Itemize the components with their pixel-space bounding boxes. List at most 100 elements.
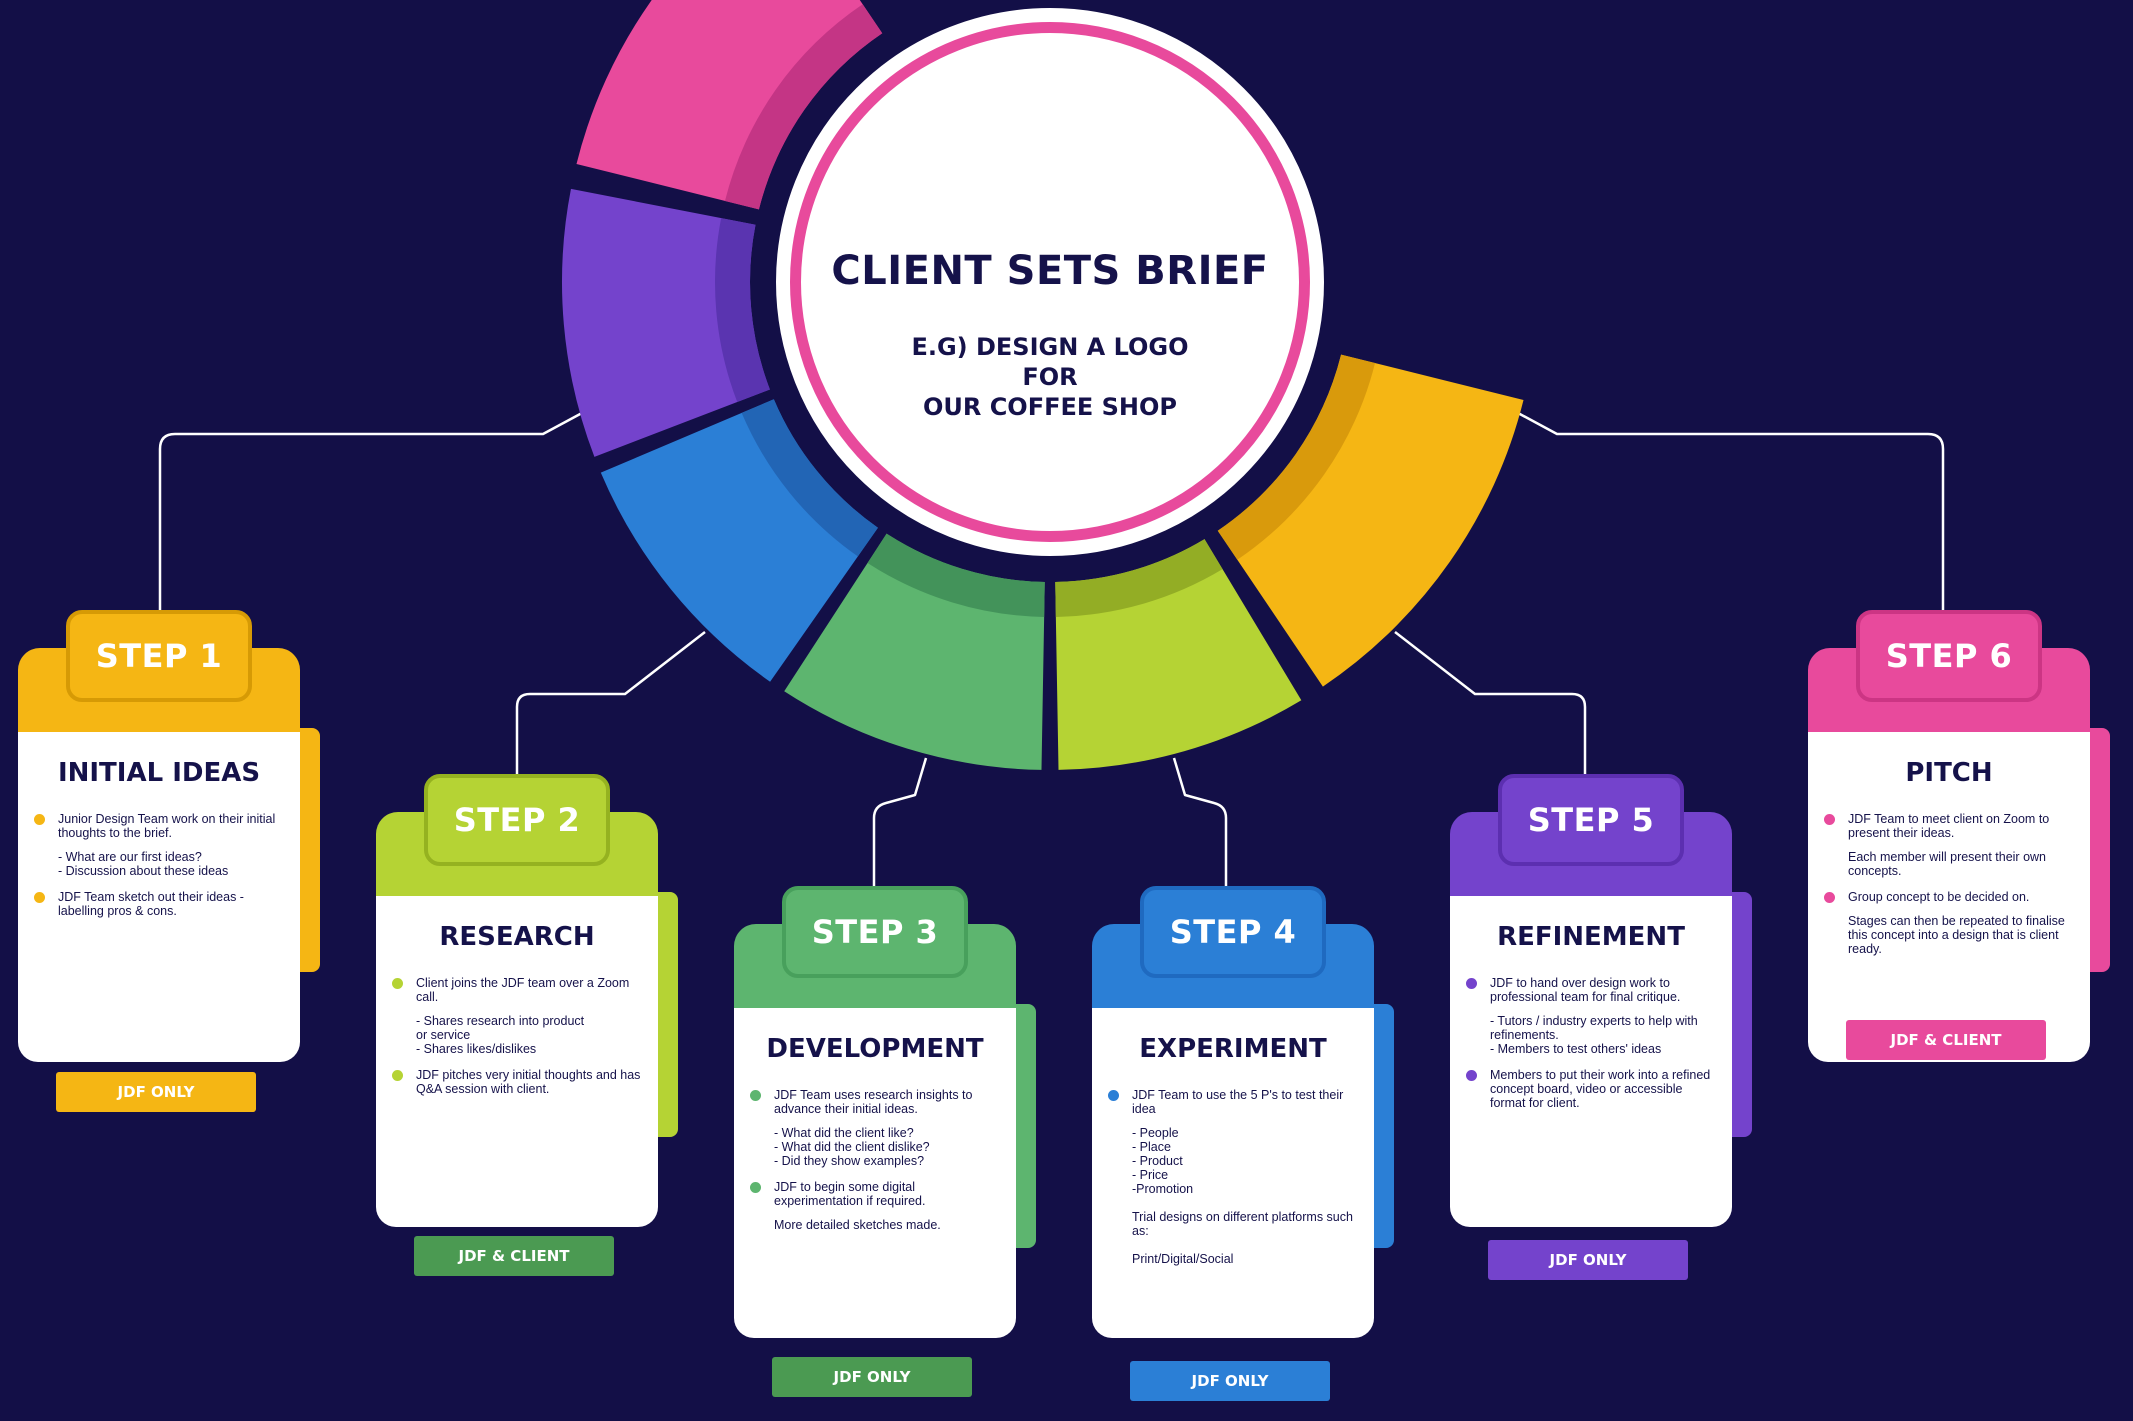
card-side-tab — [1732, 892, 1752, 1137]
step-content: JDF Team to use the 5 P's to test their … — [1106, 1088, 1360, 1278]
bullet-text: JDF Team to use the 5 P's to test their … — [1132, 1088, 1344, 1116]
bullet-text: JDF Team to meet client on Zoom to prese… — [1848, 812, 2050, 840]
step-label: STEP 4 — [1169, 913, 1297, 951]
card-side-tab — [300, 728, 320, 972]
bullet-dot-icon — [1466, 1070, 1477, 1081]
step-card-1: STEP 1 INITIAL IDEAS Junior Design Team wo… — [18, 610, 320, 1112]
card-body: DEVELOPMENT JDF Team uses research insigh… — [734, 1008, 1016, 1397]
step-tab: STEP 6 — [1856, 610, 2042, 702]
step-content: Junior Design Team work on their initial… — [32, 812, 286, 930]
step-title: PITCH — [1905, 758, 1993, 788]
bullet-dot-icon — [1824, 892, 1835, 903]
step-tab: STEP 5 — [1498, 774, 1684, 866]
bullet-detail: Each member will present their own conce… — [1848, 850, 2046, 878]
step-content: Client joins the JDF team over a Zoom ca… — [390, 976, 644, 1108]
card-body: PITCH JDF Team to meet client on Zoom to … — [1808, 732, 2090, 1062]
step-label: STEP 5 — [1527, 801, 1655, 839]
step-card-6: STEP 6 PITCH JDF Team to meet client on Zo… — [1808, 610, 2110, 1062]
step-title: RESEARCH — [439, 922, 595, 952]
bullet-dot-icon — [1466, 978, 1477, 989]
step-card-4: STEP 4 EXPERIMENT JDF Team to use the 5 P'… — [1092, 886, 1394, 1401]
bullet-text: JDF Team sketch out their ideas - labell… — [58, 890, 244, 918]
ring-segment-inner-step-3 — [867, 533, 1045, 617]
step-card-5: STEP 5 REFINEMENT JDF to hand over design … — [1450, 774, 1752, 1280]
bullet-text: Junior Design Team work on their initial… — [58, 812, 276, 840]
bullet-text: Group concept to be decided on. — [1848, 890, 2030, 904]
bullet-dot-icon — [34, 892, 45, 903]
connector-step2 — [515, 631, 706, 780]
bullet-item: JDF Team sketch out their ideas - labell… — [32, 890, 286, 918]
card-body: RESEARCH Client joins the JDF team over a… — [376, 896, 658, 1276]
bullet-detail: - People - Place - Product - Price -Prom… — [1132, 1126, 1353, 1266]
step-label: STEP 3 — [811, 913, 939, 951]
card-body: EXPERIMENT JDF Team to use the 5 P's to t… — [1092, 1008, 1374, 1401]
step-title: REFINEMENT — [1497, 922, 1685, 952]
bullet-text: JDF to hand over design work to professi… — [1490, 976, 1681, 1004]
connector-step1 — [158, 411, 583, 610]
audience-button[interactable]: JDF ONLY — [1130, 1361, 1330, 1401]
card-side-tab — [2090, 728, 2110, 972]
ring-segment-inner-step-5 — [715, 218, 770, 403]
bullet-text: JDF Team uses research insights to advan… — [774, 1088, 973, 1116]
connector-step5 — [1394, 631, 1587, 780]
audience-button[interactable]: JDF & CLIENT — [414, 1236, 614, 1276]
bullet-item: Group concept to be decided on.Stages ca… — [1822, 890, 2076, 956]
bullet-detail: - Shares research into product or servic… — [416, 1014, 585, 1056]
bullet-item: JDF pitches very initial thoughts and ha… — [390, 1068, 644, 1096]
connector-step4 — [1172, 757, 1228, 890]
step-card-3: STEP 3 DEVELOPMENT JDF Team uses research … — [734, 886, 1036, 1397]
bullet-item: JDF Team uses research insights to advan… — [748, 1088, 1002, 1168]
step-title: INITIAL IDEAS — [57, 758, 261, 788]
bullet-item: Junior Design Team work on their initial… — [32, 812, 286, 878]
card-body: INITIAL IDEAS Junior Design Team work on … — [18, 732, 300, 1112]
bullet-item: JDF Team to meet client on Zoom to prese… — [1822, 812, 2076, 878]
step-label: STEP 2 — [453, 801, 581, 839]
hub-title: CLIENT SETS BRIEF — [831, 248, 1269, 294]
bullet-item: JDF to hand over design work to professi… — [1464, 976, 1718, 1056]
card-body: REFINEMENT JDF to hand over design work t… — [1450, 896, 1732, 1280]
bullet-dot-icon — [34, 814, 45, 825]
bullet-dot-icon — [392, 1070, 403, 1081]
bullet-dot-icon — [750, 1090, 761, 1101]
hub-subtitle-line1: E.G) DESIGN A LOGO FOR — [911, 333, 1189, 391]
bullet-detail: - What did the client like? - What did t… — [774, 1126, 930, 1168]
step-label: STEP 1 — [95, 637, 223, 675]
connector-step3 — [872, 757, 928, 890]
step-tab: STEP 1 — [66, 610, 252, 702]
step-tab: STEP 3 — [782, 886, 968, 978]
step-card-2: STEP 2 RESEARCH Client joins the JDF team … — [376, 774, 678, 1276]
step-content: JDF Team to meet client on Zoom to prese… — [1822, 812, 2076, 968]
audience-button[interactable]: JDF ONLY — [1488, 1240, 1688, 1280]
audience-button[interactable]: JDF ONLY — [772, 1357, 972, 1397]
ring-segment-inner-step-1 — [1217, 354, 1376, 560]
audience-button[interactable]: JDF ONLY — [56, 1072, 256, 1112]
step-title: DEVELOPMENT — [766, 1034, 984, 1064]
step-content: JDF to hand over design work to professi… — [1464, 976, 1718, 1122]
ring-segment-step-6 — [576, 0, 883, 210]
card-side-tab — [1016, 1004, 1036, 1248]
bullet-dot-icon — [1824, 814, 1835, 825]
bullet-text: JDF to begin some digital experimentatio… — [774, 1180, 926, 1208]
step-label: STEP 6 — [1885, 637, 2013, 675]
step-title: EXPERIMENT — [1139, 1034, 1327, 1064]
bullet-detail: - What are our first ideas? - Discussion… — [58, 850, 229, 878]
bullet-item: Client joins the JDF team over a Zoom ca… — [390, 976, 644, 1056]
ring-segment-inner-step-6 — [724, 4, 883, 210]
brief-hub: CLIENT SETS BRIEF E.G) DESIGN A LOGO FOR… — [776, 8, 1324, 556]
audience-button[interactable]: JDF & CLIENT — [1846, 1020, 2046, 1060]
hub-ring — [790, 22, 1310, 542]
bullet-detail: - Tutors / industry experts to help with… — [1490, 1014, 1698, 1056]
bullet-item: Members to put their work into a refined… — [1464, 1068, 1718, 1110]
bullet-dot-icon — [1108, 1090, 1119, 1101]
bullet-item: JDF Team to use the 5 P's to test their … — [1106, 1088, 1360, 1266]
connector-step6 — [1517, 411, 1945, 610]
card-side-tab — [1374, 1004, 1394, 1248]
bullet-text: Client joins the JDF team over a Zoom ca… — [416, 976, 630, 1004]
bullet-text: JDF pitches very initial thoughts and ha… — [416, 1068, 641, 1096]
step-content: JDF Team uses research insights to advan… — [748, 1088, 1002, 1244]
hub-subtitle: E.G) DESIGN A LOGO FOR OUR COFFEE SHOP — [880, 332, 1220, 422]
card-side-tab — [658, 892, 678, 1137]
bullet-dot-icon — [392, 978, 403, 989]
bullet-item: JDF to begin some digital experimentatio… — [748, 1180, 1002, 1232]
